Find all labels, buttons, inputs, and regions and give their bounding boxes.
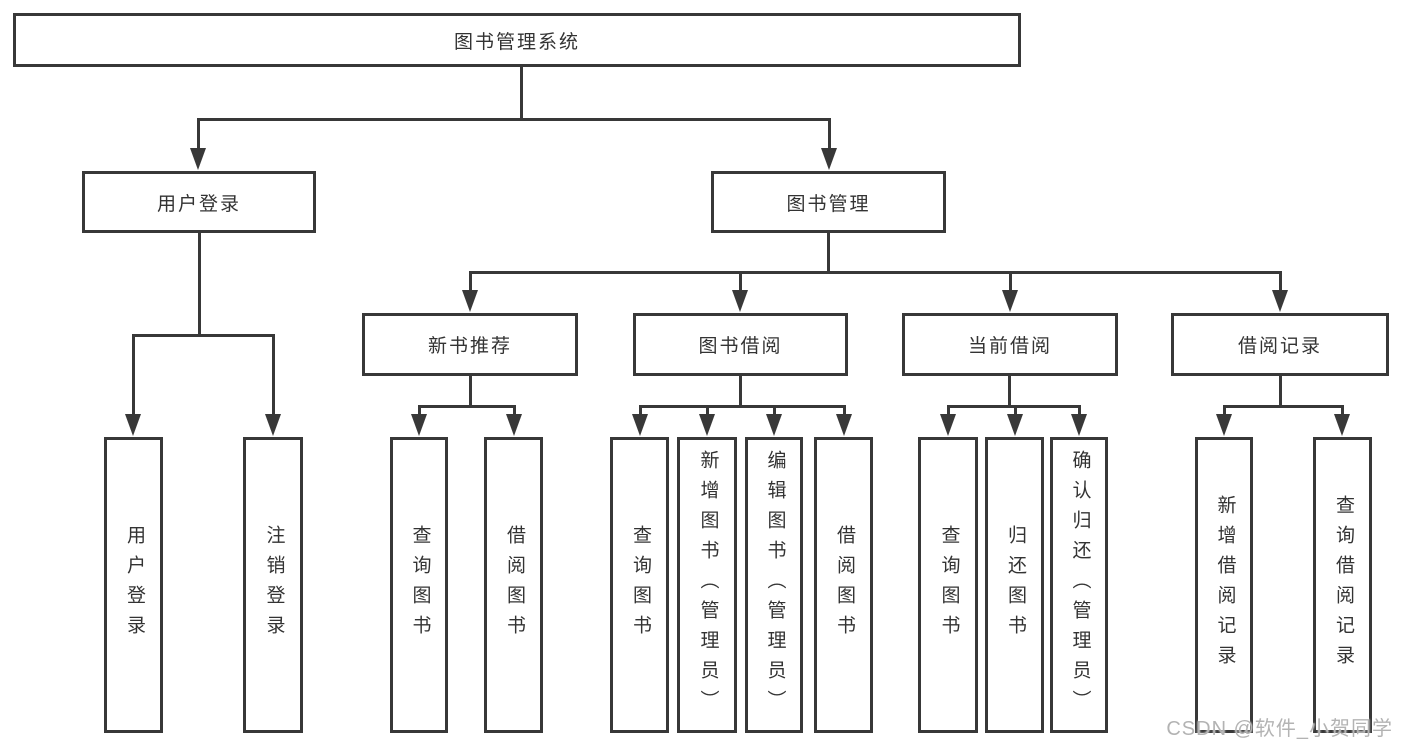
arrowhead-leaf-11 [1071,414,1087,436]
leaf-query-books-2-label: 查询图书 [629,525,651,645]
leaf-return-books: 归还图书 [985,437,1044,733]
leaf-query-borrow-record: 查询借阅记录 [1313,437,1372,733]
leaf-borrow-books-2-label: 借阅图书 [833,525,855,645]
connector-drop-leaf-4 [512,406,516,416]
leaf-query-borrow-record-label: 查询借阅记录 [1332,495,1354,675]
connector-root-riser [519,67,523,121]
arrowhead-leaf-5 [632,414,648,436]
node-root-label: 图书管理系统 [453,31,580,53]
leaf-add-books-admin-label: 新增图书（管理员） [697,450,719,720]
connector-drop-leaf-10 [1013,406,1017,416]
node-borrow-records-label: 借阅记录 [1237,336,1322,357]
node-book-mgmt: 图书管理 [711,171,946,233]
node-current-borrow-label: 当前借阅 [967,336,1052,357]
arrowhead-leaf-4 [506,414,522,436]
connector-drop-borrow-records [1278,272,1282,293]
arrowhead-leaf-9 [940,414,956,436]
connector-drop-leaf-6 [705,406,709,416]
node-book-mgmt-label: 图书管理 [786,193,871,215]
leaf-query-books-3-label: 查询图书 [938,525,960,645]
leaf-confirm-return-admin-label: 确认归还（管理员） [1069,450,1091,720]
node-book-borrow-label: 图书借阅 [698,336,783,357]
connector-new-book-rec-riser [468,376,472,408]
arrowhead-leaf-10 [1007,414,1023,436]
arrowhead-book-borrow [732,290,748,312]
connector-drop-book-borrow [738,272,742,293]
arrowhead-leaf-3 [411,414,427,436]
node-new-book-rec: 新书推荐 [362,313,578,376]
leaf-borrow-books-1: 借阅图书 [484,437,543,733]
connector-book-borrow-split [638,404,846,408]
arrowhead-leaf-7 [766,414,782,436]
node-current-borrow: 当前借阅 [902,313,1118,376]
leaf-add-borrow-record: 新增借阅记录 [1195,437,1253,733]
watermark: CSDN @软件_小贺同学 [1166,718,1393,740]
connector-drop-leaf-8 [842,406,846,416]
connector-drop-leaf-3 [417,406,421,416]
arrowhead-leaf-13 [1334,414,1350,436]
connector-drop-leaf-12 [1222,406,1226,416]
leaf-edit-books-admin: 编辑图书（管理员） [745,437,803,733]
connector-user-login-riser [197,233,201,337]
arrowhead-current-borrow [1002,290,1018,312]
arrowhead-new-book-rec [462,290,478,312]
leaf-logout: 注销登录 [243,437,303,733]
node-borrow-records: 借阅记录 [1171,313,1389,376]
arrowhead-leaf-6 [699,414,715,436]
leaf-borrow-books-2: 借阅图书 [814,437,873,733]
arrowhead-leaf-12 [1216,414,1232,436]
connector-drop-book-mgmt [827,119,831,150]
leaf-edit-books-admin-label: 编辑图书（管理员） [764,450,786,720]
leaf-add-books-admin: 新增图书（管理员） [677,437,737,733]
arrowhead-leaf-login [125,414,141,436]
connector-drop-user-login [196,119,200,150]
connector-user-login-split [131,333,275,337]
leaf-confirm-return-admin: 确认归还（管理员） [1050,437,1108,733]
connector-drop-current-borrow [1008,272,1012,293]
connector-new-book-rec-split [417,404,516,408]
node-book-borrow: 图书借阅 [633,313,848,376]
connector-book-borrow-riser [738,376,742,408]
connector-drop-leaf-11 [1077,406,1081,416]
connector-drop-leaf-login [131,335,135,416]
arrowhead-leaf-logout [265,414,281,436]
node-user-login: 用户登录 [82,171,316,233]
connector-book-mgmt-riser [826,233,830,274]
leaf-borrow-books-1-label: 借阅图书 [503,525,525,645]
leaf-user-login-label: 用户登录 [123,525,145,645]
leaf-query-books-1: 查询图书 [390,437,448,733]
leaf-logout-label: 注销登录 [263,525,285,645]
node-new-book-rec-label: 新书推荐 [427,336,512,357]
leaf-return-books-label: 归还图书 [1004,525,1026,645]
node-root: 图书管理系统 [13,13,1021,67]
connector-drop-leaf-5 [638,406,642,416]
connector-drop-leaf-7 [772,406,776,416]
connector-drop-leaf-9 [946,406,950,416]
leaf-query-books-2: 查询图书 [610,437,669,733]
connector-drop-new-book-rec [468,272,472,293]
arrowhead-leaf-8 [836,414,852,436]
leaf-add-borrow-record-label: 新增借阅记录 [1214,495,1236,675]
connector-current-borrow-riser [1007,376,1011,408]
arrowhead-borrow-records [1272,290,1288,312]
connector-borrow-records-riser [1278,376,1282,408]
leaf-query-books-1-label: 查询图书 [409,525,431,645]
connector-drop-leaf-logout [271,335,275,416]
leaf-query-books-3: 查询图书 [918,437,978,733]
connector-root-split [196,117,831,121]
arrowhead-book-mgmt [821,148,837,170]
leaf-user-login: 用户登录 [104,437,163,733]
connector-borrow-records-split [1222,404,1344,408]
connector-drop-leaf-13 [1340,406,1344,416]
arrowhead-user-login [190,148,206,170]
node-user-login-label: 用户登录 [156,193,241,215]
connector-book-mgmt-split [468,270,1282,274]
